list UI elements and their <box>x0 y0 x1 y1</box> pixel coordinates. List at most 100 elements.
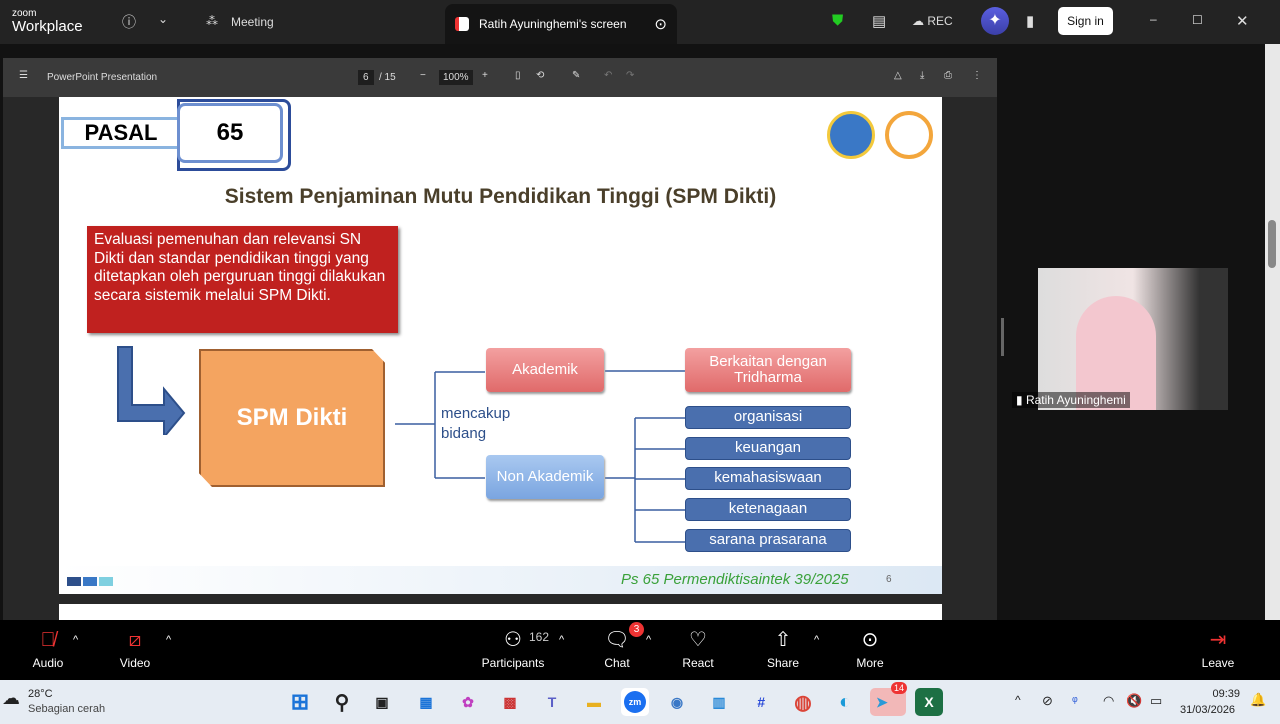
weather-temp[interactable]: 28°C <box>28 688 53 700</box>
participant-video[interactable] <box>1038 268 1228 410</box>
connector-label: mencakup bidang <box>441 405 511 442</box>
rotate-icon[interactable]: ⟲ <box>536 70 545 81</box>
pdf-toolbar: ☰ PowerPoint Presentation 6 / 15 − 100% … <box>3 58 997 97</box>
zoom-out-button[interactable]: − <box>420 70 426 81</box>
chrome-icon[interactable]: ◍ <box>794 691 812 714</box>
notes-icon[interactable]: ▤ <box>872 13 887 30</box>
app-icon <box>455 17 469 31</box>
zoom-workplace-icon[interactable]: ◉ <box>670 693 684 710</box>
more-icon: ⊙ <box>861 629 879 651</box>
clock-date[interactable]: 31/03/2026 <box>1180 704 1236 716</box>
download-icon[interactable]: ⤓ <box>920 70 925 81</box>
footer-reference: Ps 65 Permendiktisaintek 39/2025 <box>621 571 849 588</box>
screen-share-tab[interactable]: Ratih Ayuninghemi's screen ⊙ <box>445 4 677 44</box>
slide-page: PASAL 65 Sistem Penjaminan Mutu Pendidik… <box>59 97 942 594</box>
pdf-viewer: ☰ PowerPoint Presentation 6 / 15 − 100% … <box>3 58 997 620</box>
item-ketenagaan: ketenagaan <box>685 498 851 521</box>
teams-icon[interactable]: T <box>547 694 557 710</box>
zoom-in-button[interactable]: + <box>482 70 488 81</box>
video-button[interactable]: ⧄Video <box>119 629 151 670</box>
more-options-icon[interactable]: ⊙ <box>654 16 667 33</box>
video-options-caret[interactable]: ^ <box>166 634 172 646</box>
office-icon[interactable]: ▩ <box>503 693 517 710</box>
tray-chevron-icon[interactable]: ^ <box>1015 693 1021 707</box>
onedrive-icon[interactable]: ⊘ <box>1042 693 1053 708</box>
resize-handle[interactable] <box>1001 318 1004 356</box>
signal-icon: ▮ <box>1016 393 1023 407</box>
chat-button[interactable]: 🗨Chat <box>604 629 630 670</box>
participants-caret[interactable]: ^ <box>559 634 565 646</box>
record-button[interactable]: ☁ REC <box>912 14 953 28</box>
share-button[interactable]: ⇧Share <box>766 629 800 670</box>
chat-badge: 3 <box>629 622 644 637</box>
redo-icon[interactable]: ↷ <box>626 70 635 81</box>
slide-footer: Ps 65 Permendiktisaintek 39/2025 6 <box>59 566 942 594</box>
participants-button[interactable]: ⚇Participants <box>481 629 545 670</box>
react-button[interactable]: ♡React <box>682 629 714 670</box>
weather-desc[interactable]: Sebagian cerah <box>28 703 106 715</box>
sign-in-button[interactable]: Sign in <box>1058 7 1113 35</box>
more-icon[interactable]: ⋮ <box>972 70 982 81</box>
minimize-button[interactable]: – <box>1150 12 1157 26</box>
edge-icon[interactable]: ◐ <box>838 690 852 713</box>
print-icon[interactable]: ⎙ <box>944 70 952 81</box>
windows-taskbar: ☁ 28°C Sebagian cerah ⊞ ⚲ ▣ ▦ ✿ ▩ T ▬ zm… <box>0 680 1280 724</box>
leave-button[interactable]: ⇥Leave <box>1201 629 1235 670</box>
zoom-logo: zoom Workplace <box>12 8 83 35</box>
video-off-icon: ⧄ <box>128 629 142 651</box>
zoom-input[interactable]: 100% <box>439 70 473 85</box>
annotate-icon[interactable]: ✎ <box>572 70 581 81</box>
excel-icon[interactable]: X <box>915 688 943 716</box>
akademik-box: Akademik <box>486 348 604 392</box>
clock-time[interactable]: 09:39 <box>1212 688 1240 700</box>
notepad-icon[interactable]: ▥ <box>712 693 726 710</box>
fit-page-icon[interactable]: ▯ <box>515 70 521 81</box>
spm-dikti-box: SPM Dikti <box>199 349 385 487</box>
pasal-number: 65 <box>177 103 283 163</box>
participants-count: 162 <box>529 630 550 644</box>
hashtag-app-icon[interactable]: # <box>757 694 765 710</box>
participant-name-label: ▮ Ratih Ayuninghemi <box>1012 392 1130 408</box>
audio-options-caret[interactable]: ^ <box>73 634 79 646</box>
document-title: PowerPoint Presentation <box>47 72 158 83</box>
close-button[interactable]: ✕ <box>1236 13 1249 30</box>
more-button[interactable]: ⊙More <box>856 629 884 670</box>
file-explorer-icon[interactable]: ▬ <box>587 694 601 710</box>
wifi-icon[interactable]: ◠ <box>1103 693 1115 708</box>
audio-button[interactable]: 🎙̸Audio <box>32 629 64 670</box>
app-icon[interactable]: ▦ <box>419 693 433 710</box>
share-icon: ⇧ <box>774 629 792 651</box>
volume-icon[interactable]: 🔇 <box>1126 693 1143 708</box>
non-akademik-box: Non Akademik <box>486 455 604 499</box>
page-total: / 15 <box>379 72 396 83</box>
scrollbar[interactable] <box>1265 44 1280 620</box>
info-icon[interactable]: ⓘ <box>122 14 136 30</box>
pasal-label: PASAL <box>61 117 181 149</box>
menu-icon[interactable]: ☰ <box>19 70 28 81</box>
start-icon[interactable]: ⊞ <box>290 689 310 714</box>
scrollbar-thumb[interactable] <box>1268 220 1276 268</box>
drive-icon[interactable]: △ <box>894 70 902 81</box>
chat-caret[interactable]: ^ <box>646 634 652 646</box>
undo-icon[interactable]: ↶ <box>604 70 613 81</box>
meeting-tab[interactable]: Meeting <box>231 15 274 29</box>
share-caret[interactable]: ^ <box>814 634 820 646</box>
ai-companion-icon[interactable]: ✦ <box>981 7 1009 35</box>
chevron-down-icon[interactable]: ⌄ <box>158 12 169 26</box>
notification-icon[interactable]: 🔔 <box>1250 692 1267 707</box>
telegram-badge: 14 <box>891 682 908 694</box>
task-view-icon[interactable]: ▣ <box>375 693 389 710</box>
language-icon[interactable]: ᵠ <box>1072 693 1078 708</box>
copilot-icon[interactable]: ✿ <box>462 693 474 710</box>
battery-icon[interactable]: ▭ <box>1150 693 1163 708</box>
zoom-taskbar-icon[interactable]: zm <box>621 688 649 716</box>
weather-icon: ☁ <box>2 688 20 708</box>
search-icon[interactable]: ⚲ <box>334 691 350 714</box>
cloud-icon: ☁ <box>912 14 924 28</box>
side-panel-icon[interactable]: ▮ <box>1026 13 1035 30</box>
maximize-button[interactable]: ☐ <box>1192 13 1203 27</box>
item-kemahasiswaan: kemahasiswaan <box>685 467 851 490</box>
shield-icon[interactable]: ⛊ <box>832 12 844 29</box>
diktisaintek-logo <box>885 111 933 159</box>
page-input[interactable]: 6 <box>358 70 374 85</box>
